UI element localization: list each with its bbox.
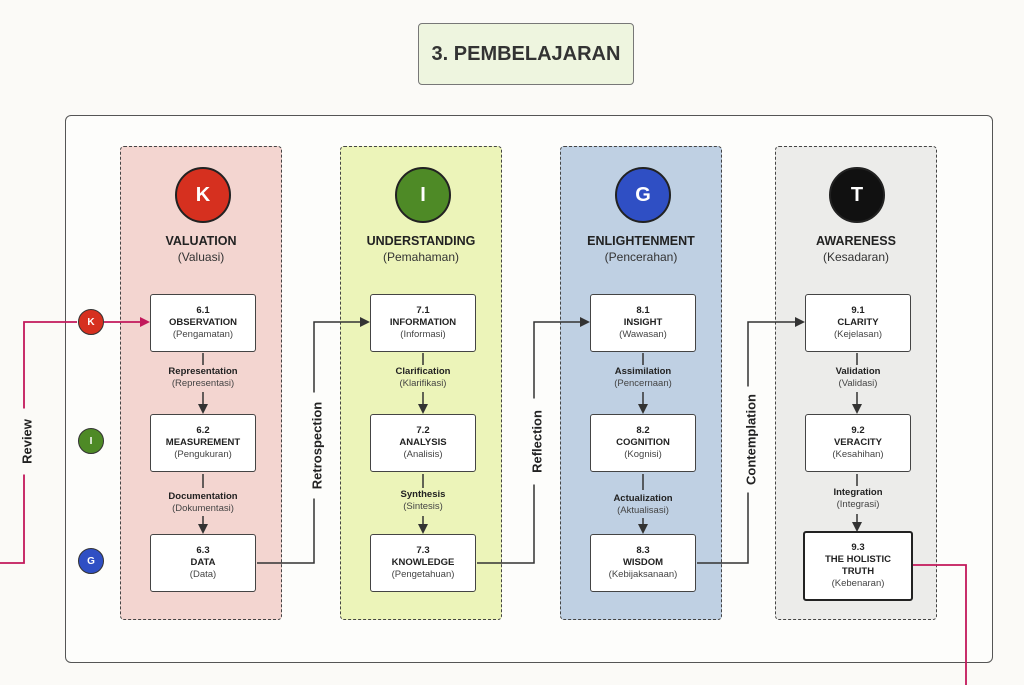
edge-name: Synthesis xyxy=(400,489,446,500)
connector-label-reflection: Reflection xyxy=(529,398,545,485)
edge-name: Validation xyxy=(835,366,881,377)
node-information: 7.1 INFORMATION (Informasi) xyxy=(370,294,476,352)
node-wisdom: 8.3 WISDOM (Kebijaksanaan) xyxy=(590,534,696,592)
node-subtitle: (Data) xyxy=(189,569,217,580)
node-number: 6.1 xyxy=(196,305,210,316)
connector-label-contemplation: Contemplation xyxy=(743,386,759,493)
node-name: DATA xyxy=(190,557,216,568)
node-name: WISDOM xyxy=(622,557,664,568)
edge-name: Documentation xyxy=(168,491,238,502)
node-observation: 6.1 OBSERVATION (Pengamatan) xyxy=(150,294,256,352)
column-title: UNDERSTANDING xyxy=(366,234,476,248)
node-number: 8.2 xyxy=(636,425,650,436)
edge-label-validation: Validation (Validasi) xyxy=(788,366,928,390)
node-name: KNOWLEDGE xyxy=(391,557,455,568)
node-subtitle: (Wawasan) xyxy=(619,329,667,340)
node-number: 6.2 xyxy=(196,425,210,436)
side-badge-g: G xyxy=(78,548,104,574)
edge-subtitle: (Dokumentasi) xyxy=(172,503,234,514)
node-name: VERACITY xyxy=(833,437,883,448)
node-number: 7.3 xyxy=(416,545,430,556)
letter-circle-i: I xyxy=(395,167,451,223)
letter-circle-k: K xyxy=(175,167,231,223)
column-subtitle: (Pencerahan) xyxy=(604,250,678,264)
node-name: MEASUREMENT xyxy=(165,437,241,448)
edge-label-clarification: Clarification (Klarifikasi) xyxy=(353,366,493,390)
edge-subtitle: (Validasi) xyxy=(838,378,878,389)
node-data: 6.3 DATA (Data) xyxy=(150,534,256,592)
edge-subtitle: (Representasi) xyxy=(171,378,235,389)
node-name: COGNITION xyxy=(616,437,670,448)
column-title: AWARENESS xyxy=(816,234,896,248)
edge-name: Assimilation xyxy=(614,366,672,377)
column-subtitle: (Kesadaran) xyxy=(822,250,890,264)
edge-name: Representation xyxy=(168,366,238,377)
letter-circle-t: T xyxy=(829,167,885,223)
node-number: 7.2 xyxy=(416,425,430,436)
node-name: INFORMATION xyxy=(389,317,457,328)
node-knowledge: 7.3 KNOWLEDGE (Pengetahuan) xyxy=(370,534,476,592)
node-number: 9.3 xyxy=(851,542,865,553)
node-measurement: 6.2 MEASUREMENT (Pengukuran) xyxy=(150,414,256,472)
edge-label-documentation: Documentation (Dokumentasi) xyxy=(133,491,273,515)
node-subtitle: (Kognisi) xyxy=(624,449,662,460)
node-subtitle: (Kebijaksanaan) xyxy=(608,569,678,580)
node-subtitle: (Kebenaran) xyxy=(831,578,885,589)
edge-name: Clarification xyxy=(395,366,451,377)
letter-circle-g: G xyxy=(615,167,671,223)
node-number: 6.3 xyxy=(196,545,210,556)
connector-label-retrospection: Retrospection xyxy=(309,392,325,499)
edge-subtitle: (Sintesis) xyxy=(403,501,443,512)
side-badge-k: K xyxy=(78,309,104,335)
node-subtitle: (Informasi) xyxy=(400,329,446,340)
column-subtitle: (Valuasi) xyxy=(177,250,225,264)
node-number: 8.3 xyxy=(636,545,650,556)
edge-label-actualization: Actualization (Aktualisasi) xyxy=(573,493,713,517)
edge-subtitle: (Aktualisasi) xyxy=(617,505,669,516)
review-connector xyxy=(0,321,77,564)
edge-name: Actualization xyxy=(613,493,673,504)
edge-label-assimilation: Assimilation (Pencernaan) xyxy=(573,366,713,390)
edge-label-representation: Representation (Representasi) xyxy=(133,366,273,390)
node-subtitle: (Pengetahuan) xyxy=(391,569,455,580)
node-number: 9.2 xyxy=(851,425,865,436)
edge-subtitle: (Pencernaan) xyxy=(614,378,672,389)
node-subtitle: (Kejelasan) xyxy=(833,329,883,340)
node-subtitle: (Pengamatan) xyxy=(172,329,234,340)
node-number: 8.1 xyxy=(636,305,650,316)
node-name: ANALYSIS xyxy=(399,437,447,448)
edge-label-synthesis: Synthesis (Sintesis) xyxy=(353,489,493,513)
node-subtitle: (Pengukuran) xyxy=(174,449,232,460)
node-veracity: 9.2 VERACITY (Kesahihan) xyxy=(805,414,911,472)
edge-label-integration: Integration (Integrasi) xyxy=(788,487,928,511)
node-name: THE HOLISTIC TRUTH xyxy=(825,554,891,577)
node-number: 9.1 xyxy=(851,305,865,316)
node-name: CLARITY xyxy=(837,317,879,328)
node-subtitle: (Analisis) xyxy=(403,449,443,460)
node-number: 7.1 xyxy=(416,305,430,316)
node-analysis: 7.2 ANALYSIS (Analisis) xyxy=(370,414,476,472)
node-name: OBSERVATION xyxy=(168,317,238,328)
column-subtitle: (Pemahaman) xyxy=(382,250,460,264)
column-title: ENLIGHTENMENT xyxy=(587,234,695,248)
review-connector-out xyxy=(912,564,967,685)
node-cognition: 8.2 COGNITION (Kognisi) xyxy=(590,414,696,472)
edge-name: Integration xyxy=(833,487,883,498)
column-title: VALUATION xyxy=(165,234,237,248)
node-name: INSIGHT xyxy=(623,317,663,328)
node-holistic-truth: 9.3 THE HOLISTIC TRUTH (Kebenaran) xyxy=(803,531,913,601)
diagram-title: 3. PEMBELAJARAN xyxy=(418,23,634,85)
node-clarity: 9.1 CLARITY (Kejelasan) xyxy=(805,294,911,352)
node-subtitle: (Kesahihan) xyxy=(832,449,884,460)
side-badge-i: I xyxy=(78,428,104,454)
edge-subtitle: (Klarifikasi) xyxy=(399,378,447,389)
connector-label-review: Review xyxy=(19,408,35,475)
edge-subtitle: (Integrasi) xyxy=(836,499,880,510)
node-insight: 8.1 INSIGHT (Wawasan) xyxy=(590,294,696,352)
